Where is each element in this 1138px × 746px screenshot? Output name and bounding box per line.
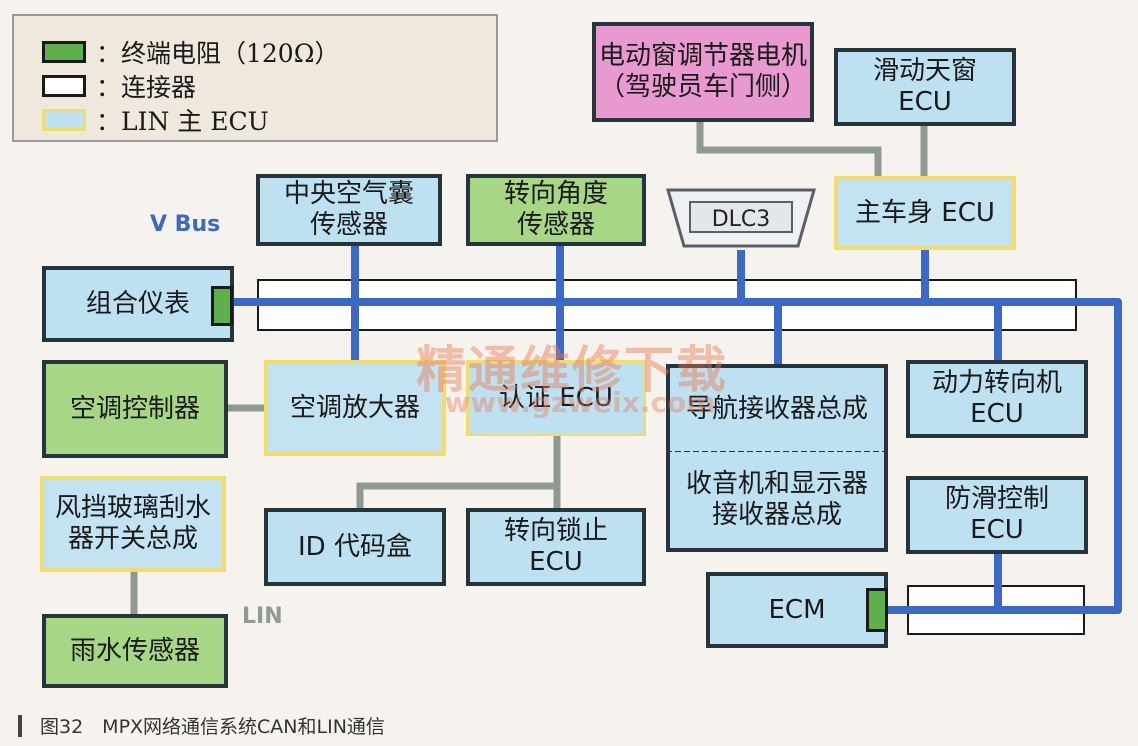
airbag-sensor-node: 中央空气囊 传感器 <box>256 174 442 246</box>
ecm-terminator <box>866 588 888 632</box>
steering-angle-sensor-node: 转向角度 传感器 <box>466 174 646 246</box>
main-body-ecu-node: 主车身 ECU <box>834 176 1016 250</box>
ac-amplifier-node: 空调放大器 <box>264 360 446 456</box>
terminator-swatch <box>42 41 86 63</box>
meter-terminator <box>211 286 233 326</box>
legend-label: ：LIN 主 ECU <box>96 107 269 136</box>
wiper-switch-node: 风挡玻璃刮水 器开关总成 <box>40 476 226 572</box>
ac-controller-node: 空调控制器 <box>42 360 228 458</box>
caption-marker <box>18 714 22 737</box>
rain-sensor-node: 雨水传感器 <box>42 614 228 688</box>
ecm-node: ECM <box>706 572 888 648</box>
lin-master-swatch <box>42 109 86 131</box>
connector-swatch <box>42 75 86 97</box>
skid-control-ecu-node: 防滑控制 ECU <box>906 476 1088 554</box>
lin-wires <box>130 120 928 614</box>
steering-lock-ecu-node: 转向锁止 ECU <box>466 508 646 586</box>
lin-label: LIN <box>242 604 283 629</box>
legend-label: ：终端电阻（120Ω） <box>96 39 340 68</box>
window-motor-node: 电动窗调节器电机 （驾驶员车门侧） <box>592 22 814 122</box>
dlc3-connector: DLC3 <box>666 188 816 248</box>
combination-meter-node: 组合仪表 <box>42 266 234 342</box>
nav-receiver-node: 导航接收器总成 <box>666 364 888 454</box>
legend-item-connector: ：连接器 <box>42 68 196 104</box>
legend-item-terminator: ：终端电阻（120Ω） <box>42 34 339 70</box>
legend-item-lin-master: ：LIN 主 ECU <box>42 102 269 138</box>
dlc3-label: DLC3 <box>712 207 771 232</box>
lin-wire-id-box <box>356 482 557 510</box>
lin-wire-window-motor <box>696 120 882 178</box>
legend-label: ：连接器 <box>96 73 197 102</box>
sunroof-ecu-node: 滑动天窗 ECU <box>834 48 1016 126</box>
figure-caption: 图32 MPX网络通信系统CAN和LIN通信 <box>18 712 385 739</box>
id-code-box-node: ID 代码盒 <box>264 508 446 586</box>
power-steering-ecu-node: 动力转向机 ECU <box>906 360 1088 438</box>
vbus-label: V Bus <box>150 212 221 237</box>
certification-ecu-node: 认证 ECU <box>466 360 646 436</box>
caption-text: 图32 MPX网络通信系统CAN和LIN通信 <box>40 716 385 738</box>
radio-display-receiver-node: 收音机和显示器 接收器总成 <box>666 452 888 552</box>
legend: ：终端电阻（120Ω） ：连接器 ：LIN 主 ECU <box>12 14 498 142</box>
can-bus <box>232 244 1122 614</box>
